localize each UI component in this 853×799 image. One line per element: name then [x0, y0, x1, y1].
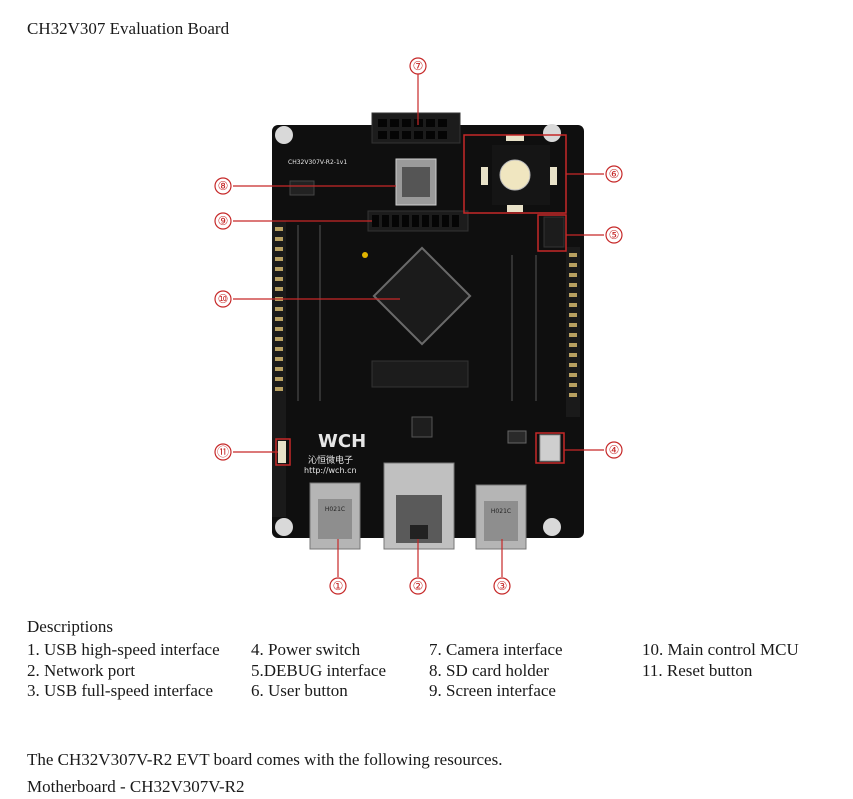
board-photo: CH32V307V-R2-1v1 WCH 沁恒微电子 http://wch.c [200, 55, 660, 600]
callout-7-marker [409, 57, 427, 75]
descriptions-column-4: 10. Main control MCU 11. Reset button [642, 640, 799, 681]
middle-header [371, 360, 469, 388]
phy-ic [411, 416, 433, 438]
callout-8: ⑧ [218, 179, 229, 193]
description-item: 9. Screen interface [429, 681, 556, 700]
callout-3: ③ [497, 579, 508, 593]
description-item: 6. User button [251, 681, 348, 700]
callout-1: ① [333, 579, 344, 593]
description-item: 8. SD card holder [429, 660, 549, 680]
callout-9-marker [214, 212, 232, 230]
callout-10-marker [214, 290, 232, 308]
highlight-debug [537, 214, 567, 252]
resources-intro: The CH32V307V-R2 EVT board comes with th… [27, 750, 503, 769]
description-item: 5.DEBUG interface [251, 660, 387, 680]
main-mcu [372, 246, 472, 346]
description-item: 11. Reset button [642, 660, 753, 680]
callout-2: ② [413, 579, 424, 593]
descriptions-column-1: 1. USB high-speed interface 2. Network p… [27, 640, 220, 702]
usb-chip-label-2: H021C [491, 508, 511, 515]
callout-11: ⑪ [217, 445, 229, 459]
callout-10: ⑩ [218, 292, 229, 306]
callout-5-marker [605, 226, 623, 244]
callout-9: ⑨ [218, 214, 229, 228]
description-item: 2. Network port [27, 660, 136, 680]
description-item: 10. Main control MCU [642, 640, 799, 659]
callout-6-marker [605, 165, 623, 183]
debug-header [543, 216, 565, 248]
descriptions-heading: Descriptions [27, 617, 113, 636]
callout-7: ⑦ [413, 59, 424, 73]
document-title: CH32V307 Evaluation Board [27, 19, 230, 38]
callout-3-marker [493, 577, 511, 595]
right-pin-header [566, 247, 580, 417]
usb-chip-label-1: H021C [325, 506, 345, 513]
descriptions-column-3: 7. Camera interface 8. SD card holder 9.… [429, 640, 563, 702]
user-button [499, 159, 531, 191]
motherboard-line: Motherboard - CH32V307V-R2 [27, 777, 245, 796]
callout-4-marker [605, 441, 623, 459]
reset-button [278, 441, 286, 463]
callout-8-marker [214, 177, 232, 195]
description-item: 1. USB high-speed interface [27, 640, 220, 659]
mount-post [543, 518, 561, 536]
callout-6: ⑥ [609, 167, 620, 181]
callout-5: ⑤ [609, 228, 620, 242]
description-item: 4. Power switch [251, 640, 361, 659]
callout-markers: ⑦ ⑧ ⑨ ⑩ ⑪ ⑥ ⑤ ④ ① ② ③ [214, 57, 623, 595]
callout-11-marker [214, 443, 232, 461]
description-item: 3. USB full-speed interface [27, 681, 213, 700]
power-switch [539, 434, 561, 462]
callout-lines [233, 74, 604, 577]
descriptions-column-2: 4. Power switch 5.DEBUG interface 6. Use… [251, 640, 386, 702]
brand-name: 沁恒微电子 [308, 454, 353, 466]
mount-post [275, 126, 293, 144]
callout-2-marker [409, 577, 427, 595]
callout-1-marker [329, 577, 347, 595]
small-ic [289, 180, 315, 196]
callout-4: ④ [609, 443, 620, 457]
board-silkscreen: CH32V307V-R2-1v1 [288, 159, 347, 166]
wch-logo: WCH [318, 431, 366, 452]
mount-post [275, 518, 293, 536]
mount-post [543, 124, 561, 142]
board-illustration: CH32V307V-R2-1v1 WCH 沁恒微电子 http://wch.c [214, 57, 623, 595]
brand-url: http://wch.cn [304, 466, 357, 475]
highlight-power-switch [535, 432, 565, 464]
description-item: 7. Camera interface [429, 640, 563, 659]
